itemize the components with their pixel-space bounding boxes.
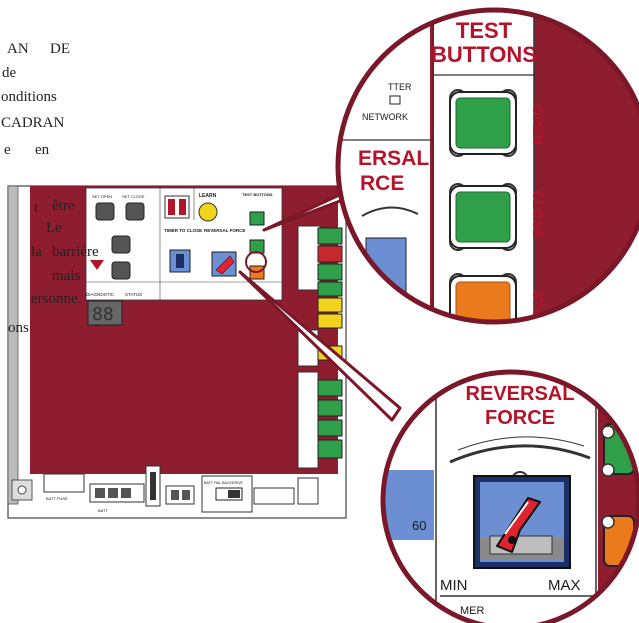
doc-text-ons: ons — [8, 320, 29, 336]
board-label-batt-fuse: BATT FUSE — [46, 496, 68, 501]
callout-label-network: NETWORK — [362, 112, 408, 122]
set-open-button[interactable] — [95, 202, 115, 221]
terminal-blocks — [297, 225, 343, 469]
board-label-reversal-force: REVERSAL FORCE — [204, 228, 245, 233]
up-button[interactable] — [111, 235, 131, 254]
callout-label-force-partial: RCE — [360, 172, 404, 195]
control-board: SET OPEN SET CLOSE LEARN TEST BUTTONS TI… — [7, 185, 347, 519]
board-label-test-buttons: TEST BUTTONS — [242, 192, 273, 197]
reversal-force-arc — [449, 444, 591, 464]
reversal-bottom-text: MER — [460, 605, 485, 617]
test-buttons-title-line2: BUTTONS — [431, 42, 537, 67]
doc-text-onditions: onditions — [1, 89, 57, 105]
close-test-button[interactable] — [449, 183, 517, 251]
test-buttons-title-line1: TEST — [456, 18, 513, 43]
callout-label-transmitter: TTER — [388, 82, 412, 92]
callout-leader-bottom — [238, 270, 402, 422]
doc-text-de: DE — [50, 41, 70, 57]
svg-text:88: 88 — [92, 304, 114, 325]
doc-text-e: e — [4, 142, 11, 158]
diagnostic-display — [87, 300, 123, 326]
doc-text-cadran: CADRAN — [1, 115, 65, 131]
bottom-connectors: BATT FUSE BATT BATT FAIL BACKDRIVE — [43, 465, 319, 513]
stop-label: STOP — [530, 290, 546, 328]
doc-text-en: en — [35, 142, 50, 158]
board-label-status: STATUS — [125, 292, 142, 297]
open-label: OPEN — [530, 105, 546, 145]
board-label-set-close: SET CLOSE — [122, 194, 145, 199]
doc-text-etre: être — [52, 198, 75, 214]
reversal-min-label: MIN — [440, 577, 468, 594]
doc-text-la: la — [31, 244, 42, 260]
doc-text-t: t — [34, 200, 39, 216]
board-label-timer-to-close: TIMER TO CLOSE — [164, 228, 202, 233]
learn-button[interactable] — [198, 202, 218, 222]
reversal-arc-partial — [361, 206, 419, 217]
doc-text-an: AN — [7, 41, 29, 57]
doc-text-ersonne: ersonne. — [31, 291, 81, 307]
reversal-force-magnifier: REVERSAL FORCE 60 MIN MAX MER — [383, 372, 639, 623]
board-label-diagnostic: DIAGNOSTIC — [86, 292, 115, 297]
callout-label-reversal-partial: ERSAL — [358, 147, 429, 170]
down-arrow-icon — [90, 260, 104, 270]
reversal-max-label: MAX — [548, 577, 581, 594]
doc-text-barriere: barrière — [52, 244, 99, 260]
doc-text-le: Le — [46, 220, 62, 236]
close-label: CLOSE — [530, 190, 546, 238]
board-label-learn: LEARN — [199, 193, 217, 199]
board-label-set-open: SET OPEN — [92, 194, 112, 199]
network-indicator — [389, 95, 401, 105]
reversal-force-knob[interactable] — [473, 471, 571, 569]
reversal-dial-value: 60 — [412, 518, 426, 533]
callout-target-marker — [245, 251, 267, 273]
reversal-force-magnifier-rim — [380, 369, 639, 623]
open-test-button[interactable] — [449, 89, 517, 157]
board-label-batt: BATT — [98, 508, 108, 513]
test-buttons-magnifier-rim — [335, 7, 639, 325]
set-close-button[interactable] — [125, 202, 145, 221]
board-reversal-knob — [215, 255, 235, 275]
board-label-batt-fail-backdrive: BATT FAIL BACKDRIVE — [204, 481, 243, 485]
reversal-force-title-line2: FORCE — [485, 407, 555, 429]
reversal-force-title-line1: REVERSAL — [466, 383, 575, 405]
doc-text-mais: mais — [52, 268, 80, 284]
doc-text-de2: de — [2, 65, 17, 81]
stop-test-button[interactable] — [449, 273, 517, 338]
board-open-button[interactable] — [249, 211, 265, 226]
down-button[interactable] — [111, 261, 131, 280]
